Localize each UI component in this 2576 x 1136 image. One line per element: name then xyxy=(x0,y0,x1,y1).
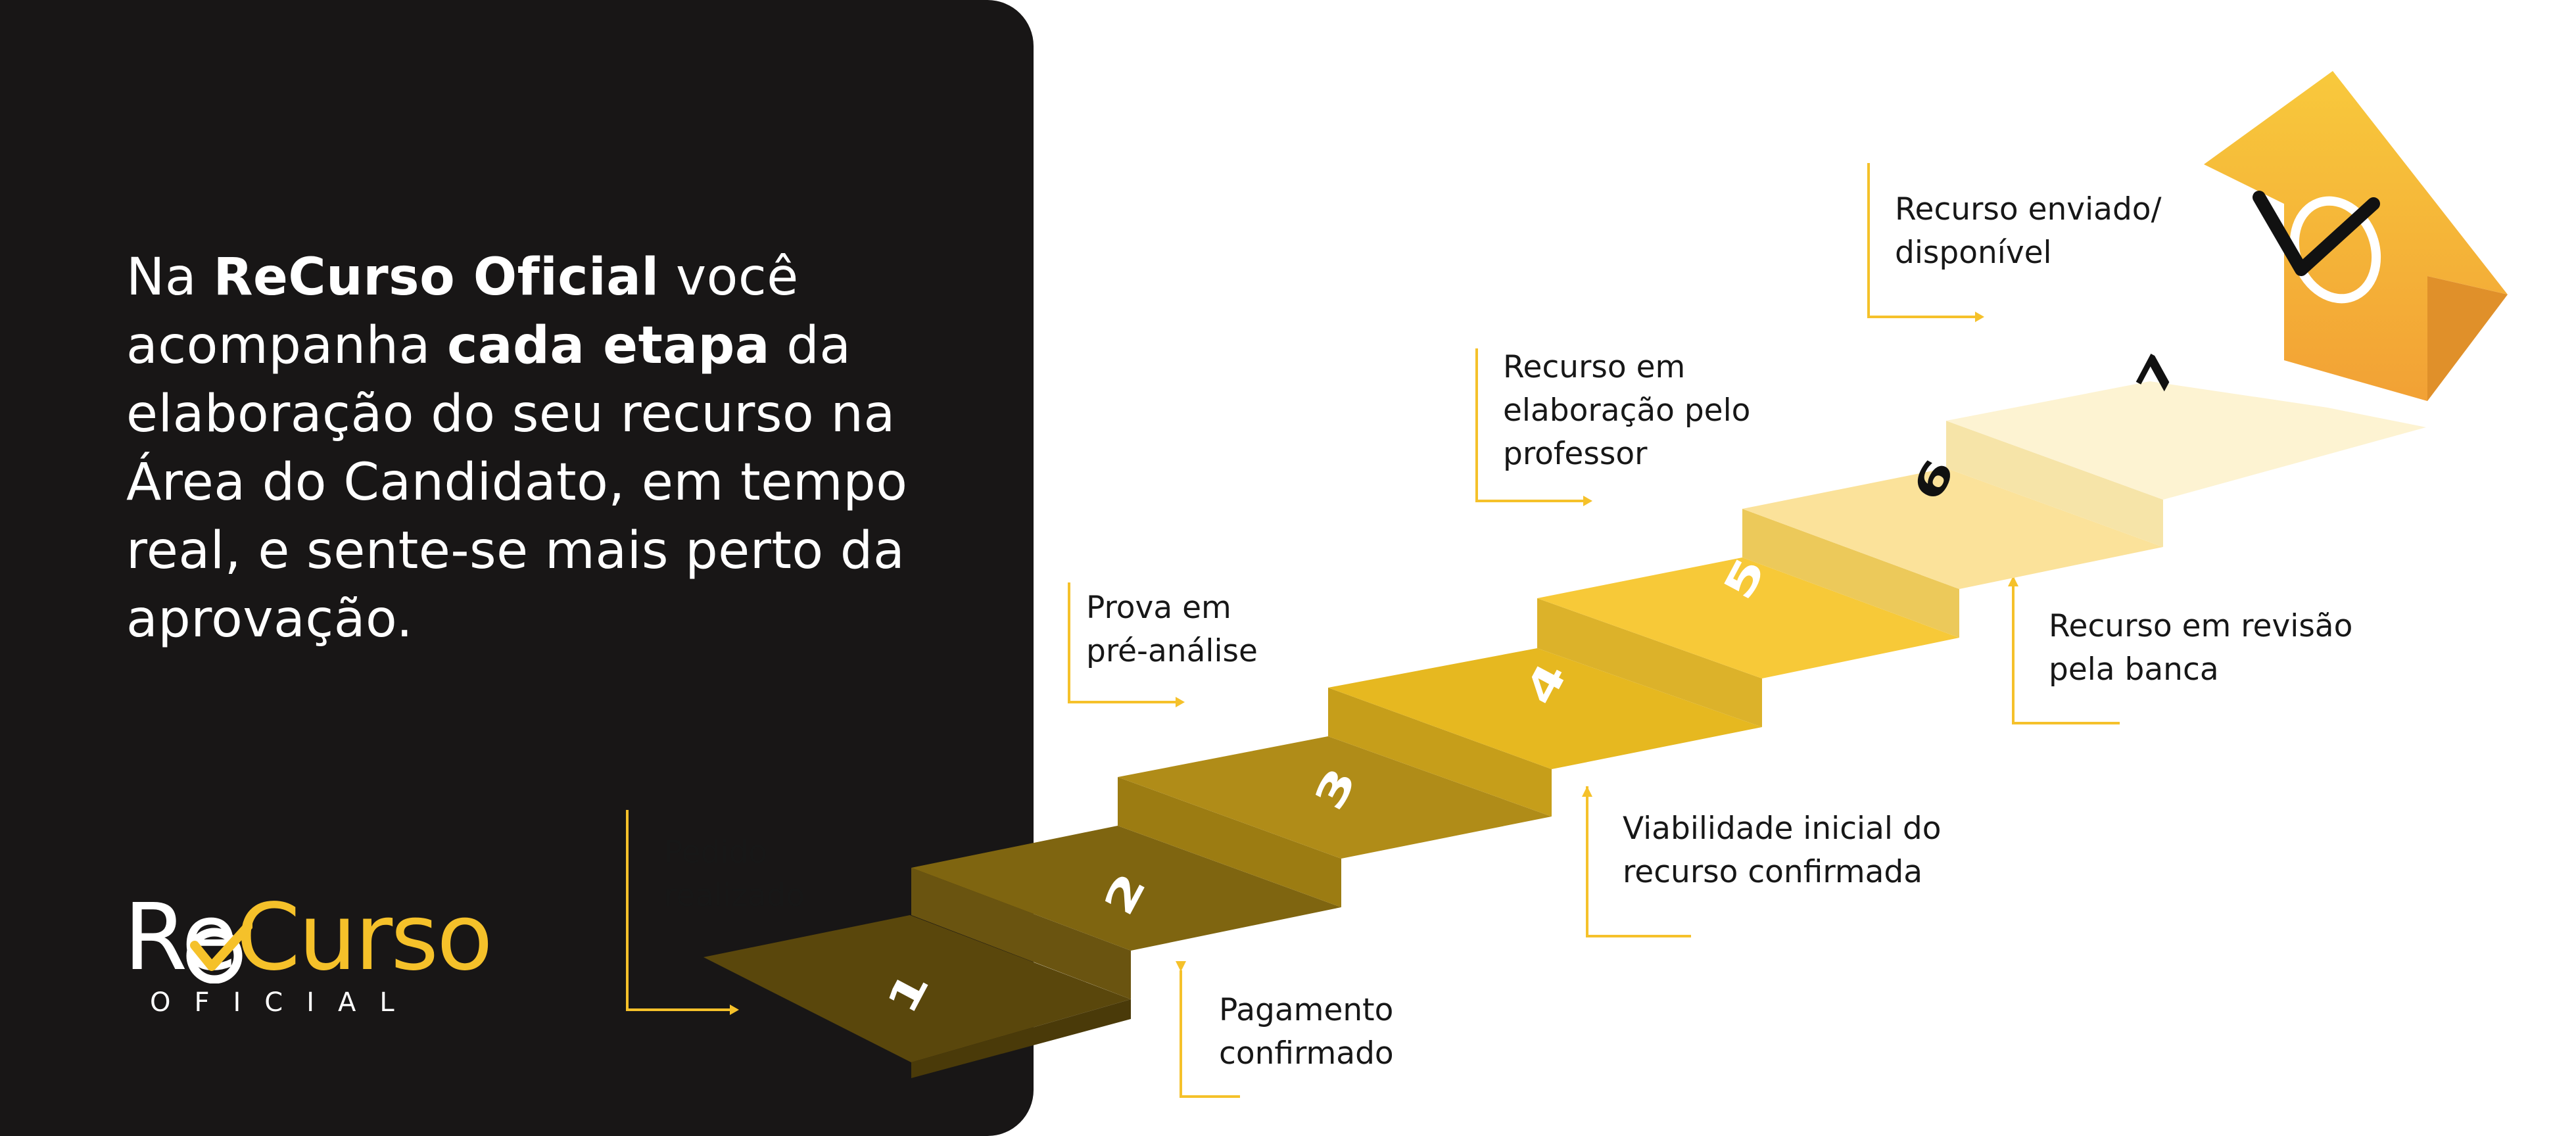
step-6-top xyxy=(1742,468,2163,589)
step-3-riser xyxy=(1118,777,1341,907)
step-4-riser xyxy=(1328,688,1552,816)
step-7-label: Recurso enviado/disponível xyxy=(1895,191,2162,271)
logo-wordmark: ReCurso xyxy=(124,889,493,987)
recurso-oficial-logo: ReCurso OFICIAL xyxy=(124,889,544,1020)
step-2-riser xyxy=(911,868,1131,999)
connector-lines xyxy=(626,163,2120,1098)
intro-text-part: da elaboração do seu recurso na Área do … xyxy=(126,316,908,649)
logo-oficial: OFICIAL xyxy=(150,987,418,1018)
each-step-highlight: cada etapa xyxy=(447,316,770,375)
step-2-top xyxy=(911,826,1341,951)
final-arrow-side xyxy=(2427,276,2508,401)
step-6-riser xyxy=(1742,509,1959,638)
logo-curso: Curso xyxy=(236,884,493,991)
logo-re: Re xyxy=(124,884,238,991)
step-7-riser xyxy=(1946,421,2163,547)
step-1-top xyxy=(704,915,1131,1062)
step-5-top xyxy=(1537,557,1959,678)
step-7-top xyxy=(1946,381,2426,500)
intro-text-part: Na xyxy=(126,248,214,307)
final-arrow xyxy=(2204,71,2508,401)
intro-panel: Na ReCurso Oficial você acompanha cada e… xyxy=(0,0,1034,1136)
step-4-top xyxy=(1328,648,1762,769)
intro-text-part: você acompanha xyxy=(126,248,799,375)
connector-arrowheads xyxy=(730,312,2018,1015)
step-1-front xyxy=(911,999,1131,1078)
logo-check-icon xyxy=(186,921,252,983)
step-3-top xyxy=(1118,736,1552,859)
step-5-riser xyxy=(1537,598,1762,727)
check-clock-icon xyxy=(2253,191,2381,304)
brand-name-highlight: ReCurso Oficial xyxy=(213,248,659,307)
intro-text: Na ReCurso Oficial você acompanha cada e… xyxy=(126,243,935,653)
